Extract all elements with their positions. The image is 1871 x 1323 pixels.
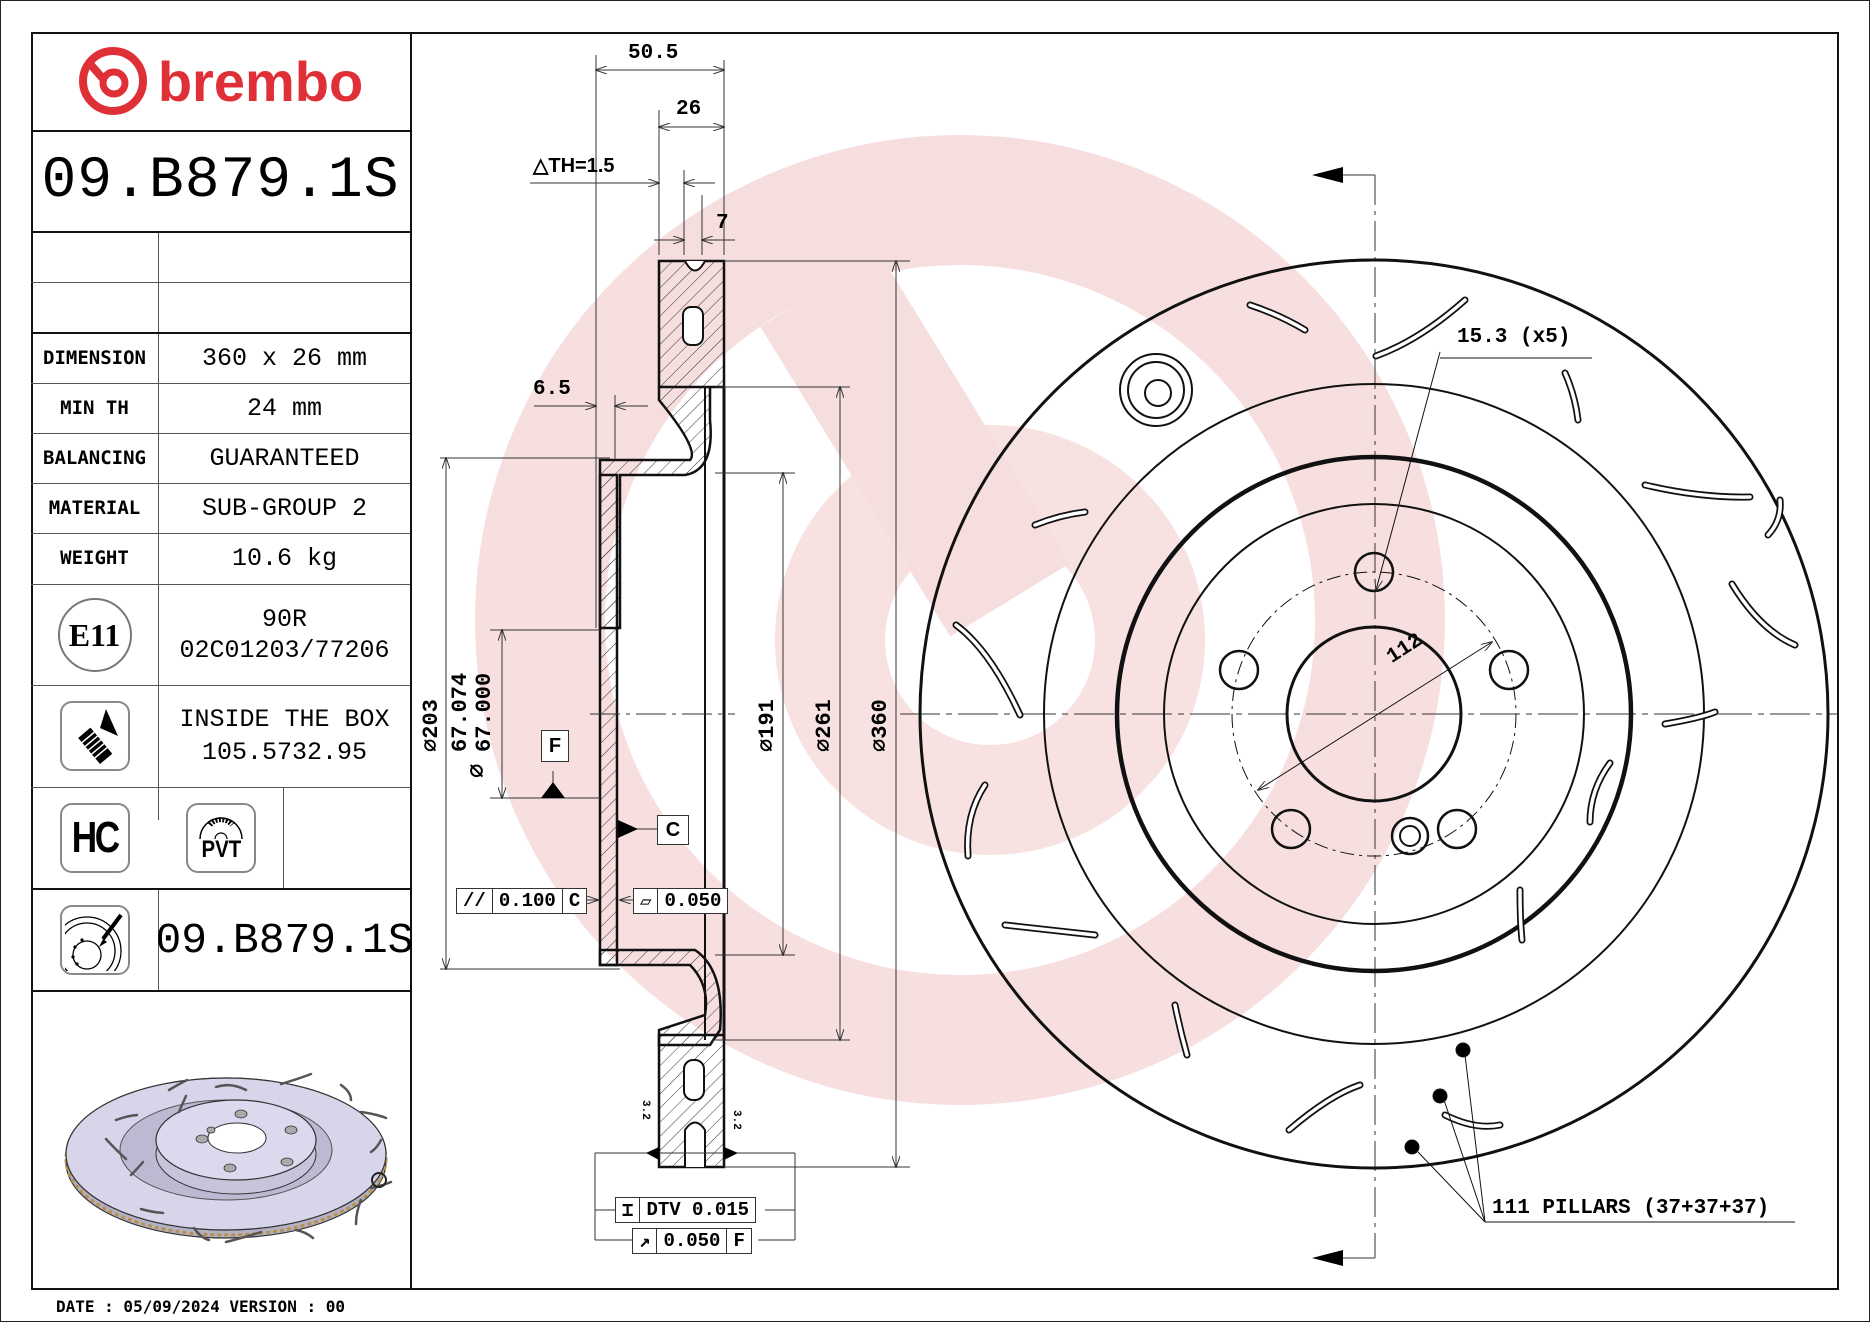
spec-value-material: SUB-GROUP 2 bbox=[201, 493, 368, 523]
tolerance-dtv: ⌶ DTV 0.015 bbox=[615, 1197, 757, 1223]
date-version: DATE : 05/09/2024 VERSION : 00 bbox=[56, 1297, 345, 1316]
screw-badge bbox=[31, 686, 158, 786]
spec-label-material: MATERIAL bbox=[48, 497, 141, 519]
datum-c: C bbox=[657, 815, 689, 845]
spec-value-dimension: 360 x 26 mm bbox=[201, 343, 368, 373]
pvt-label: PVT bbox=[201, 836, 241, 863]
drawing-frame bbox=[31, 32, 1839, 1290]
screw-icon bbox=[59, 701, 130, 771]
pvt-disc-icon bbox=[199, 817, 243, 839]
disc-3d-render bbox=[51, 1032, 401, 1262]
title-block: brembo 09.B879.1S DIMENSION 360 x 26 mm … bbox=[31, 32, 414, 1290]
pillars-note: 111 PILLARS (37+37+37) bbox=[1492, 1197, 1770, 1220]
spec-value-balancing: GUARANTEED bbox=[209, 443, 360, 473]
flatness-icon: ▱ bbox=[634, 889, 659, 913]
homologation-info: 90R 02C01203/77206 bbox=[179, 605, 390, 665]
disc-part-number: 09.B879.1S bbox=[155, 915, 414, 965]
datum-f: F bbox=[541, 730, 569, 762]
bolt-hole-note: 15.3 (x5) bbox=[1457, 326, 1571, 349]
pvt-badge: PVT bbox=[159, 788, 283, 888]
spec-label-min-th: MIN TH bbox=[60, 397, 129, 419]
e11-mark: E11 bbox=[68, 616, 121, 653]
brand-name: brembo bbox=[157, 49, 364, 113]
spec-value-weight: 10.6 kg bbox=[231, 543, 338, 573]
spec-label-dimension: DIMENSION bbox=[43, 347, 146, 369]
e11-badge: E11 bbox=[31, 585, 158, 685]
parallelism-icon: // bbox=[457, 889, 493, 913]
part-number: 09.B879.1S bbox=[41, 148, 400, 214]
spec-value-min-th: 24 mm bbox=[246, 393, 322, 423]
disc-marking-icon bbox=[59, 905, 130, 975]
runout-icon: ↗ bbox=[633, 1229, 658, 1253]
hc-label: HC bbox=[71, 813, 119, 862]
thickness-variation-icon: ⌶ bbox=[616, 1198, 641, 1222]
tolerance-runout: ↗ 0.050 F bbox=[632, 1228, 752, 1254]
screws-info: INSIDE THE BOX 105.5732.95 bbox=[179, 705, 390, 767]
spec-label-balancing: BALANCING bbox=[43, 447, 146, 469]
disc-marking-badge bbox=[31, 890, 158, 990]
hc-badge: HC bbox=[31, 788, 158, 888]
brembo-logo-icon bbox=[78, 47, 147, 115]
tolerance-flatness: ▱ 0.050 bbox=[633, 888, 729, 914]
part-number-header: 09.B879.1S bbox=[31, 132, 410, 230]
tolerance-parallelism: // 0.100 C bbox=[456, 888, 588, 914]
spec-label-weight: WEIGHT bbox=[60, 547, 129, 569]
brand-logo: brembo bbox=[31, 32, 410, 130]
